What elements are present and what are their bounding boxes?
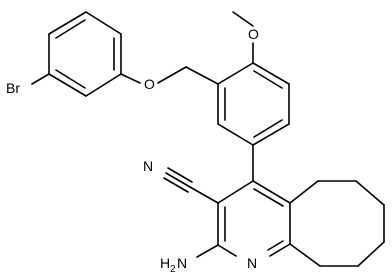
double-bond-inner <box>253 70 283 89</box>
bromine-label: Br <box>6 80 20 96</box>
amino-subscript-label: 2 <box>170 264 176 275</box>
bond <box>217 123 254 146</box>
bond-o-ch2 <box>157 66 187 84</box>
bond <box>85 11 122 35</box>
amino-n-label: N <box>177 255 187 271</box>
bromophenyl-ring <box>48 11 122 97</box>
bond <box>48 11 87 35</box>
bond <box>252 123 290 146</box>
pyridine-ring <box>217 180 291 257</box>
double-bond-inner <box>253 119 283 138</box>
bond <box>355 180 385 206</box>
pyridine-nitrogen-label: N <box>247 255 257 271</box>
nitrile-nitrogen-label: N <box>143 158 153 174</box>
bond <box>252 62 290 85</box>
bond-c-nh2 <box>196 244 219 258</box>
bond <box>289 243 321 267</box>
bond-c-br <box>31 73 50 85</box>
cyclooctane-ring <box>289 180 385 267</box>
bond <box>269 243 291 257</box>
bond <box>289 180 319 204</box>
methoxyphenyl-ring <box>217 62 290 146</box>
triple-bond <box>165 172 191 188</box>
bond-ch2-ring <box>185 66 219 85</box>
bond-o-ch3 <box>232 11 254 27</box>
amino-h-label: H <box>160 255 170 271</box>
double-bond-inner <box>267 240 284 251</box>
methoxy-oxygen-label: O <box>248 26 259 42</box>
bond <box>357 241 385 267</box>
bond <box>217 244 237 257</box>
bond <box>217 62 254 85</box>
bond-c-o <box>120 73 141 84</box>
double-bond-inner <box>55 19 86 39</box>
bond <box>85 73 122 97</box>
bond-c-cn <box>189 186 219 204</box>
bond <box>217 180 254 204</box>
double-bond-inner <box>253 188 284 207</box>
triple-bond <box>167 167 193 183</box>
bond <box>48 73 87 97</box>
double-bond-inner <box>55 69 86 89</box>
triple-bond <box>163 177 189 193</box>
ether-oxygen-label: O <box>144 76 155 92</box>
bond <box>252 180 291 204</box>
